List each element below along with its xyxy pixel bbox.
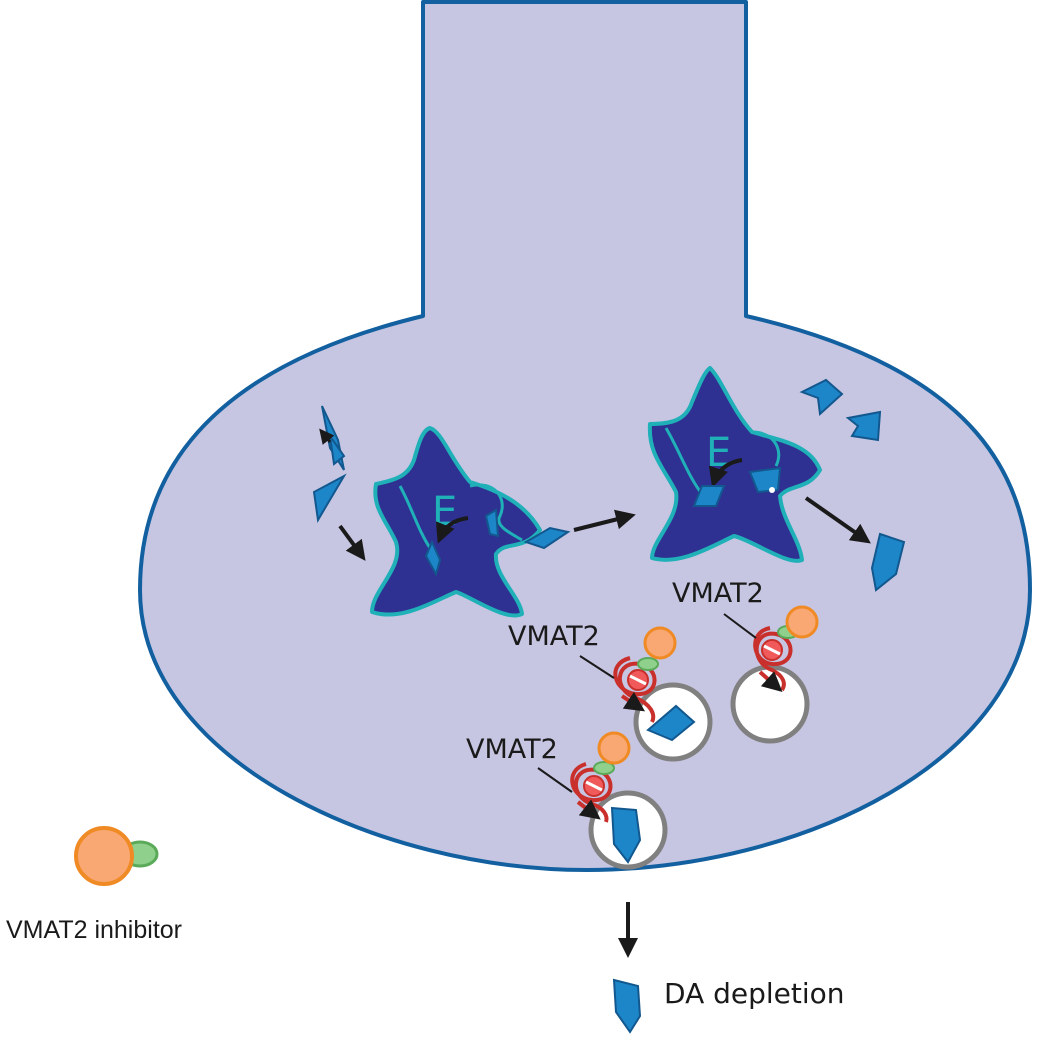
arrow-free-to-enzyme-left [338,524,366,561]
legend-inhibitor: VMAT2 inhibitor [6,826,182,944]
enzyme-right-fold [664,427,704,495]
enzyme-right-fold-2 [751,430,781,467]
enzyme-right-dot [769,487,775,493]
vmat2-leader-1 [579,655,615,679]
vesicle-3-dopamine [610,806,642,864]
arrow-corner-left [319,428,335,445]
enzyme-left-curl-arrow [435,516,469,544]
arrow-enzyme-right-out [804,496,871,544]
inhibitor-2 [785,605,819,639]
enzyme-left-fold-2 [469,483,523,542]
vmat2-label-2: VMAT2 [672,578,764,609]
enzyme-right: E [647,366,822,563]
legend-inhibitor-label: VMAT2 inhibitor [6,916,182,944]
dopamine-free-7 [870,532,906,592]
neuron-terminal [138,0,1032,872]
enzyme-right-curl-arrow [708,458,743,488]
vmat2-leader-2 [723,613,757,639]
block-icon-3-bar [585,780,603,792]
da-depletion-dopamine [612,978,642,1034]
dopamine-free-3 [312,473,347,523]
enzyme-left-fold [398,485,432,549]
vmat2-complex-3: VMAT2 [466,731,668,870]
inhibitor-1 [643,626,677,660]
vmat2-coil-1-tail [620,691,645,712]
arrow-enzyme-left-to-right [573,509,636,532]
block-icon-2-bar [763,644,781,656]
dopamine-in-enzyme-right-2 [748,466,782,494]
vesicle-1-dopamine [646,704,696,742]
dopamine-in-enzyme-right [692,485,726,507]
vmat2-coil-3-tail [576,799,601,820]
vmat2-coil-2-tail [758,670,783,692]
vmat2-label-1: VMAT2 [508,621,600,652]
enzyme-right-letter: E [706,430,731,476]
inhibitor-tail-1 [637,657,659,671]
block-icon-1-bar [629,674,647,686]
dopamine-free-4 [523,526,571,550]
legend-inhibitor-icon [74,826,134,886]
vmat2-label-3: VMAT2 [466,734,558,765]
enzyme-right-body [647,366,822,563]
vmat2-complex-2: VMAT2 [672,578,819,744]
vesicle-2 [730,664,810,744]
enzyme-left: E [370,426,542,618]
dopamine-free-6 [845,410,882,442]
inhibitor-tail-3 [593,761,615,775]
vmat2-leader-3 [537,767,573,793]
dopamine-in-enzyme-left-2 [484,508,500,538]
vmat2-complex-1: VMAT2 [508,621,713,762]
dopamine-free-5 [799,378,844,417]
inhibitor-3 [597,731,631,765]
da-depletion-label: DA depletion [664,977,845,1010]
dopamine-in-enzyme-left [424,539,442,577]
